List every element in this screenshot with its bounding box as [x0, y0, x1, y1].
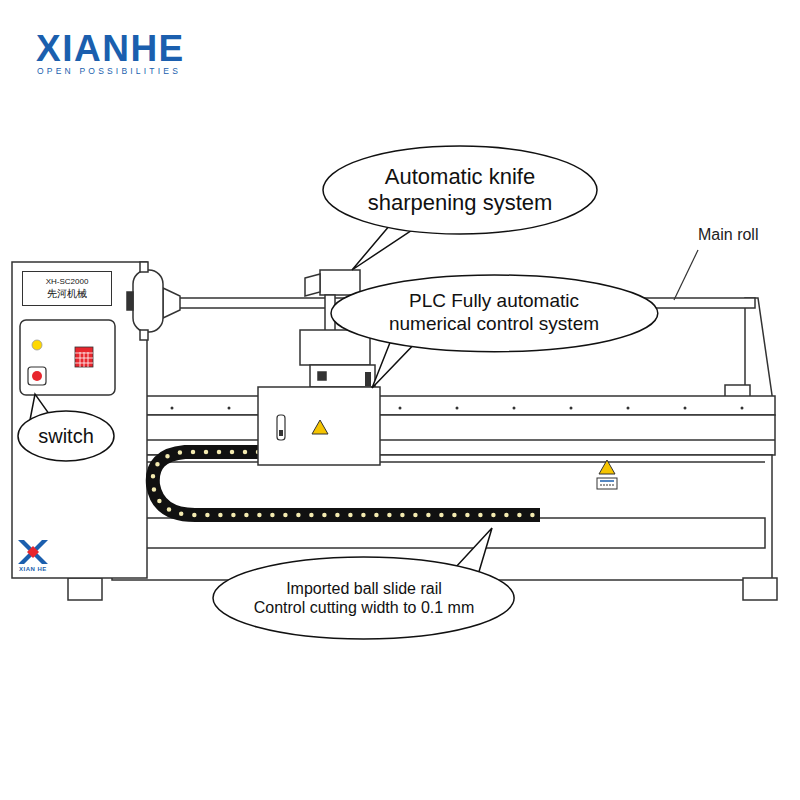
knife-assembly-part — [310, 365, 375, 387]
control-panel-parts-part — [75, 347, 93, 367]
warning-signs-part — [600, 480, 614, 482]
callout-bubble: Automatic knife sharpening system — [322, 145, 598, 235]
callout-bubble: PLC Fully automatic numerical control sy… — [330, 274, 659, 353]
control-panel-parts-part — [28, 367, 46, 385]
callout-bubble: Imported ball slide railControl cutting … — [212, 556, 515, 640]
knife-assembly-part — [320, 270, 360, 295]
cutting-carriage-part — [312, 420, 328, 434]
knife-assembly-part — [305, 274, 320, 296]
brand-logo: XIANHE — [36, 30, 185, 67]
callout-bubble: switch — [17, 410, 115, 462]
control-panel-parts — [28, 340, 93, 385]
rail-screw — [399, 407, 402, 410]
main-roll-part — [140, 330, 148, 340]
brand-mark-part — [27, 546, 39, 558]
warning-signs-part — [597, 478, 617, 489]
callout-text: PLC Fully automatic numerical control sy… — [374, 290, 614, 336]
bubble-outline — [212, 556, 515, 640]
machine-frame-part — [68, 578, 102, 600]
main-roll-part — [127, 292, 133, 310]
part-label: Main roll — [698, 227, 758, 243]
rail-screw — [627, 407, 630, 410]
knife-assembly-part — [318, 372, 326, 380]
rail-screws — [171, 407, 744, 410]
machine-frame-part — [118, 439, 775, 441]
cutting-carriage-part — [258, 387, 380, 465]
bubble-ellipse — [323, 146, 597, 234]
rail-screw — [171, 407, 174, 410]
callout-text: Automatic knife sharpening system — [360, 164, 560, 217]
callout-tails-part — [352, 225, 412, 270]
leader-line — [674, 250, 698, 300]
rail-screw — [570, 407, 573, 410]
control-panel-parts-part-part — [84, 352, 85, 367]
main-roll-part — [133, 270, 163, 332]
main-roll-part — [163, 288, 180, 318]
cutting-carriage-part — [277, 415, 285, 440]
machine-frame-part — [118, 396, 775, 415]
rail-screw — [228, 407, 231, 410]
machine-frame-part — [118, 461, 765, 463]
warning-signs-part — [600, 485, 614, 486]
machine-frame-part — [110, 518, 765, 548]
main-roll — [127, 262, 755, 340]
warning-signs-part — [599, 460, 615, 474]
rail-screw — [513, 407, 516, 410]
machine-frame-part — [743, 578, 777, 600]
control-panel-parts-part — [32, 340, 42, 350]
callout-text: switch — [38, 424, 94, 448]
machine-frame-part — [12, 262, 147, 578]
plate-rect — [23, 272, 112, 306]
main-roll-part — [140, 262, 148, 272]
cutting-carriage-part — [365, 372, 371, 386]
machine-frame-part — [20, 320, 115, 395]
cutting-carriage-part — [279, 430, 283, 436]
rail-screw — [684, 407, 687, 410]
rail-screw — [741, 407, 744, 410]
brand-mark-text: XIAN HE — [19, 566, 47, 572]
rail-screw — [456, 407, 459, 410]
control-panel-parts-part — [75, 352, 93, 367]
warning-signs — [597, 460, 617, 489]
bubble-ellipse — [331, 275, 658, 352]
brand-mark — [18, 540, 48, 564]
bubble-ellipse — [18, 411, 114, 461]
control-panel-parts-part-part — [80, 352, 81, 367]
name-plate: XH-SC2000先河机械 — [22, 271, 112, 306]
brand-mark-part — [18, 540, 48, 564]
callout-text: Control cutting width to 0.1 mm — [254, 598, 475, 617]
cutting-carriage — [258, 372, 380, 465]
callout-text: Imported ball slide rail — [286, 579, 442, 598]
machine-frame — [12, 262, 777, 600]
plate-text: 先河机械 — [47, 287, 87, 300]
control-panel-parts-part — [32, 371, 42, 381]
plate-text: XH-SC2000 — [46, 277, 89, 287]
bubble-ellipse — [213, 557, 514, 639]
control-panel-parts-part-part — [88, 352, 89, 367]
brand-slogan: OPEN POSSIBILITIES — [37, 67, 181, 76]
